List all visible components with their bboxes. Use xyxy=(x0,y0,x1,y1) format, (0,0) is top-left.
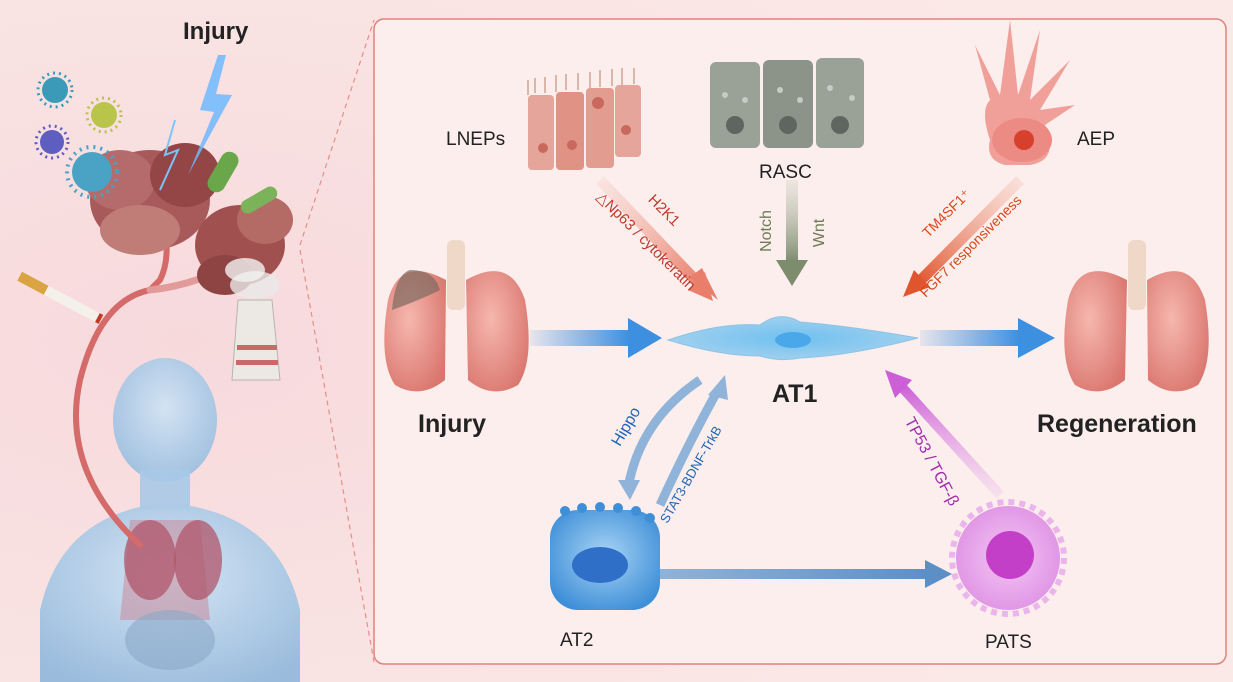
human-lung-left xyxy=(124,520,176,600)
virus-icon-purple xyxy=(34,124,70,160)
pats-label: PATS xyxy=(985,632,1032,653)
at2-cell-illustration xyxy=(550,502,660,610)
rasc-pathway-notch: Notch xyxy=(757,210,775,252)
lneps-to-at1-arrow xyxy=(596,176,718,301)
regeneration-state-label: Regeneration xyxy=(1037,410,1197,438)
virus-icon-yellow xyxy=(85,96,123,134)
zoom-line-bottom xyxy=(299,249,375,663)
cigarette-icon xyxy=(17,271,104,324)
at1-cell-illustration xyxy=(666,316,919,361)
lneps-cell-illustration xyxy=(527,68,641,170)
pats-cell-illustration xyxy=(949,499,1067,617)
human-lung-right xyxy=(174,520,222,600)
at2-label: AT2 xyxy=(560,630,594,651)
aep-to-at1-arrow xyxy=(903,176,1024,297)
at1-label: AT1 xyxy=(772,380,818,408)
left-injury-title: Injury xyxy=(183,18,249,45)
at1-to-at2-hippo-arrow xyxy=(623,376,703,489)
virus-icon-blue xyxy=(65,145,119,199)
zoom-line-top xyxy=(299,19,375,246)
bacteria-icon xyxy=(207,151,278,214)
at2-to-pats-arrow xyxy=(660,560,952,588)
rasc-cell-illustration xyxy=(710,58,864,148)
at1-to-at2-arrowhead xyxy=(618,480,640,500)
injured-lung-illustration xyxy=(384,240,529,392)
smokestack-icon xyxy=(225,258,281,381)
airway-trachea xyxy=(73,227,170,548)
rasc-pathway-wnt: Wnt xyxy=(811,218,829,248)
rasc-label: RASC xyxy=(759,162,812,183)
regenerated-lung-illustration xyxy=(1064,240,1209,392)
pats-to-at1-arrow xyxy=(885,370,1004,499)
aep-cell-illustration xyxy=(975,20,1075,165)
at2-to-at1-arrow xyxy=(655,387,722,507)
at1-to-regeneration-arrow xyxy=(920,318,1055,358)
aep-label: AEP xyxy=(1077,129,1116,150)
at2-to-at1-arrowhead xyxy=(708,375,728,400)
rasc-to-at1-arrow xyxy=(776,180,808,286)
injury-state-label: Injury xyxy=(418,410,487,438)
lightning-bolt-icon xyxy=(159,119,180,191)
lneps-label: LNEPs xyxy=(446,129,506,150)
virus-icon-teal xyxy=(36,71,74,109)
injury-to-at1-arrow xyxy=(530,318,662,358)
